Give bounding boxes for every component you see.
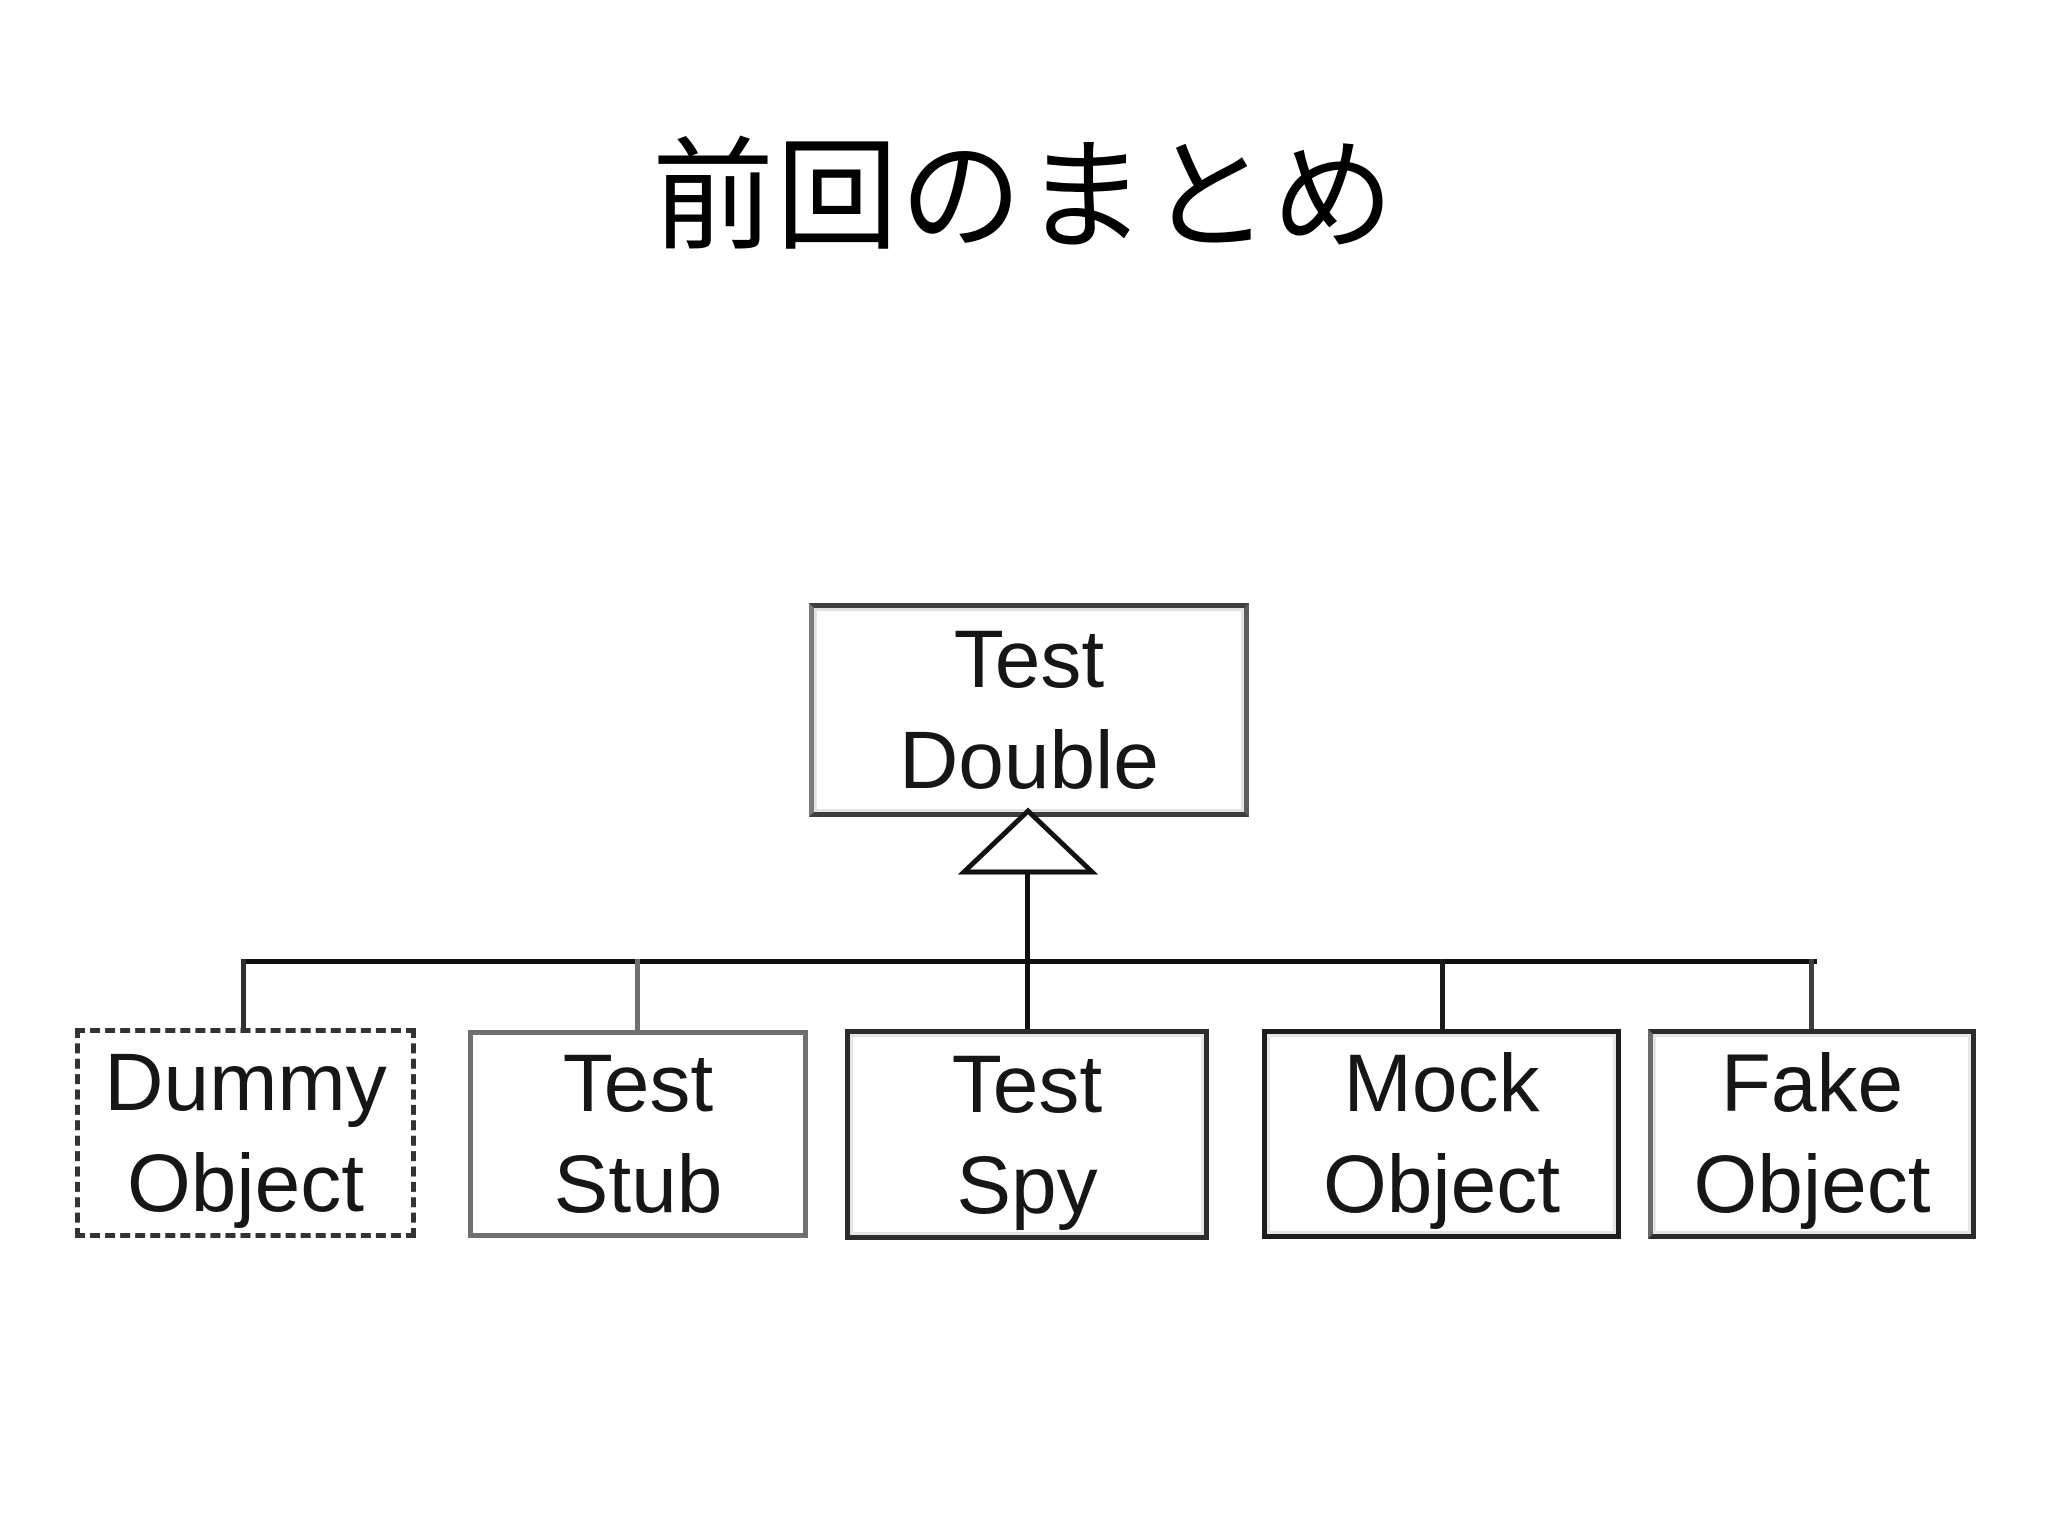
node-test-stub: Test Stub [468, 1030, 808, 1238]
generalization-arrow-icon [958, 807, 1098, 875]
node-label-line: Fake [1720, 1038, 1904, 1129]
connector-stub-test-stub [635, 959, 640, 1034]
node-label-line: Object [1693, 1139, 1931, 1230]
node-label-line: Object [1323, 1139, 1560, 1230]
node-label-line: Test [951, 1038, 1103, 1130]
node-label-line: Spy [956, 1139, 1098, 1231]
connector-stub-mock [1440, 959, 1445, 1032]
connector-stub-dummy [241, 959, 246, 1030]
node-test-spy: Test Spy [845, 1029, 1209, 1240]
node-label-line: Double [899, 715, 1159, 806]
slide-title: 前回のまとめ [652, 129, 1396, 265]
node-label-line: Test [562, 1038, 714, 1129]
connector-horizontal-line [243, 959, 1817, 964]
node-fake-object: Fake Object [1648, 1029, 1976, 1239]
connector-trunk-line [1025, 870, 1030, 1032]
node-label-line: Mock [1343, 1038, 1540, 1129]
node-mock-object: Mock Object [1262, 1029, 1621, 1239]
node-label-line: Dummy [104, 1037, 387, 1128]
node-label-line: Object [127, 1138, 364, 1229]
connector-stub-fake [1809, 959, 1814, 1032]
node-dummy-object: Dummy Object [75, 1028, 416, 1238]
node-label-line: Stub [553, 1139, 723, 1230]
node-test-double: Test Double [809, 603, 1249, 817]
node-label-line: Test [953, 614, 1105, 705]
